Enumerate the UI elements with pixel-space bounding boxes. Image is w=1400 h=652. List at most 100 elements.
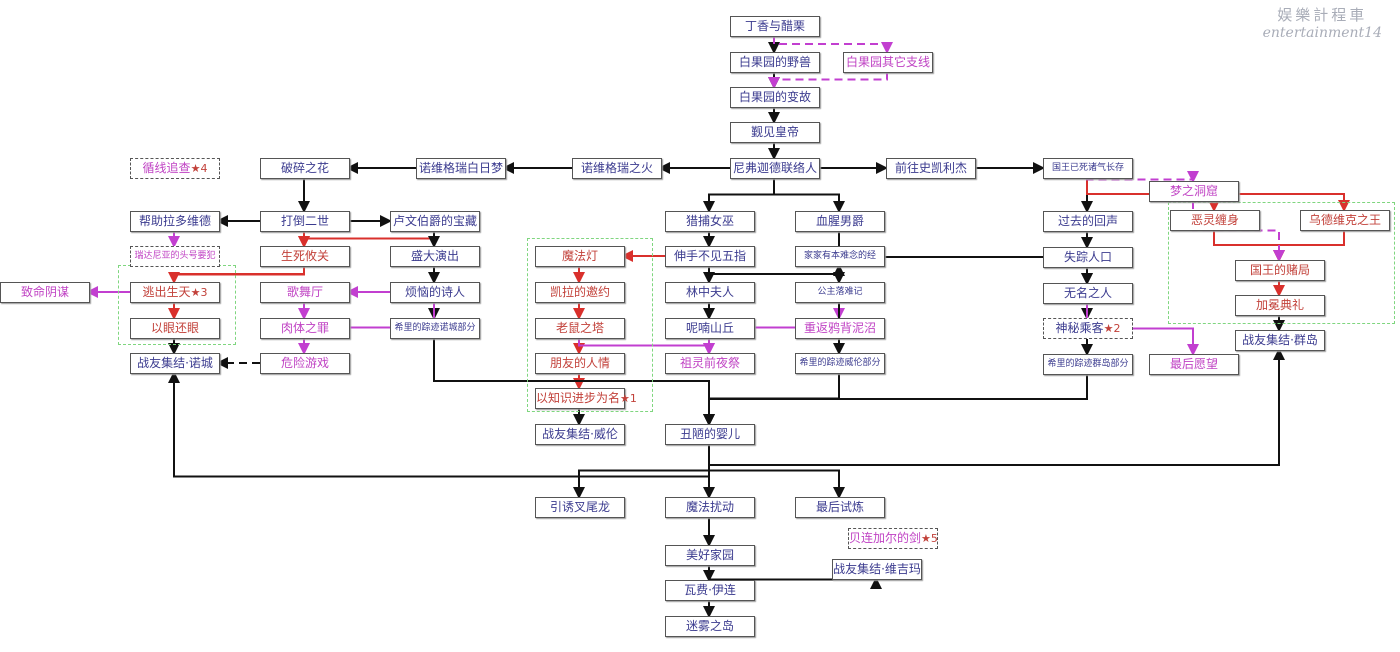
quest-label: 引诱叉尾龙 <box>549 500 610 514</box>
quest-node-c6[interactable]: 国王的赌局 <box>1235 260 1325 281</box>
quest-label: 梦之洞窟 <box>1169 184 1218 198</box>
quest-node-g7[interactable]: 美好家园 <box>665 545 755 566</box>
quest-node-a5[interactable]: 觐见皇帝 <box>730 122 820 143</box>
quest-label: 瑞达尼亚的头号要犯 <box>134 251 216 261</box>
quest-node-d6[interactable]: 祖灵前夜祭 <box>665 353 755 374</box>
connector-c13-g2 <box>703 374 1088 426</box>
quest-node-f14[interactable]: 战友集结·诺城 <box>130 353 220 374</box>
quest-node-f6[interactable]: 盛大演出 <box>390 246 480 267</box>
star-icon: ★1 <box>620 392 637 405</box>
quest-label: 重返鸦背泥沼 <box>803 321 876 335</box>
quest-node-a6[interactable]: 尼弗迦德联络人 <box>730 158 820 179</box>
quest-node-c14[interactable]: 最后愿望 <box>1149 354 1239 375</box>
quest-node-e5[interactable]: 以知识进步为名★1 <box>535 388 637 409</box>
quest-node-g2[interactable]: 丑陋的婴儿 <box>665 424 755 445</box>
quest-node-a2[interactable]: 白果园的野兽 <box>730 52 820 73</box>
quest-node-g6[interactable]: 贝连加尔的剑★5 <box>848 528 938 549</box>
quest-node-c11[interactable]: 无名之人 <box>1043 283 1133 304</box>
quest-node-d5[interactable]: 呢喃山丘 <box>665 318 755 339</box>
quest-node-c10[interactable]: 失踪人口 <box>1043 247 1133 268</box>
quest-node-f4[interactable]: 瑞达尼亚的头号要犯 <box>130 246 220 267</box>
quest-node-f7[interactable]: 逃出生天★3 <box>130 282 220 303</box>
quest-label: 前往史凯利杰 <box>894 161 967 175</box>
quest-node-c1[interactable]: 前往史凯利杰 <box>886 158 976 179</box>
quest-label: 逃出生天 <box>142 285 191 299</box>
quest-node-c5[interactable]: 乌德维克之王 <box>1300 210 1390 231</box>
quest-node-b1[interactable]: 诺维格瑞之火 <box>572 158 662 179</box>
connector-a6-d2 <box>773 178 845 213</box>
quest-node-e2[interactable]: 凯拉的邀约 <box>535 282 625 303</box>
connector-a6-d1 <box>703 178 775 213</box>
quest-label: 美好家园 <box>685 548 734 562</box>
quest-label: 家家有本难念的经 <box>803 251 876 261</box>
quest-node-f10[interactable]: 烦恼的诗人 <box>390 282 480 303</box>
quest-node-e1[interactable]: 魔法灯 <box>535 246 625 267</box>
quest-label: 盛大演出 <box>410 249 459 263</box>
quest-label: 贝连加尔的剑 <box>849 531 922 545</box>
quest-label: 林中夫人 <box>685 285 734 299</box>
quest-label: 丑陋的婴儿 <box>679 427 740 441</box>
watermark: 娱樂計程車 entertainment14 <box>1263 4 1382 41</box>
quest-node-e4[interactable]: 朋友的人情 <box>535 353 625 374</box>
quest-node-c3[interactable]: 梦之洞窟 <box>1149 181 1239 202</box>
quest-node-d10[interactable]: 希里的踪迹威伦部分 <box>795 353 885 374</box>
quest-node-f11[interactable]: 以眼还眼 <box>130 318 220 339</box>
quest-node-f13[interactable]: 希里的踪迹诺城部分 <box>390 318 480 339</box>
quest-node-d3[interactable]: 伸手不见五指 <box>665 246 755 267</box>
quest-label: 诺维格瑞白日梦 <box>418 161 503 175</box>
quest-node-f2[interactable]: 打倒二世 <box>260 211 350 232</box>
quest-node-d8[interactable]: 公主落难记 <box>795 282 885 303</box>
quest-node-c9[interactable]: 过去的回声 <box>1043 211 1133 232</box>
quest-node-d2[interactable]: 血腥男爵 <box>795 211 885 232</box>
quest-node-c12[interactable]: 神秘乘客★2 <box>1043 318 1133 339</box>
quest-node-e3[interactable]: 老鼠之塔 <box>535 318 625 339</box>
quest-node-f5[interactable]: 生死攸关 <box>260 246 350 267</box>
star-icon: ★3 <box>190 286 208 299</box>
watermark-subtitle: entertainment14 <box>1262 25 1382 41</box>
quest-node-f3[interactable]: 卢文伯爵的宝藏 <box>390 211 480 232</box>
quest-node-g8[interactable]: 瓦费·伊连 <box>665 580 755 601</box>
quest-label: 诺维格瑞之火 <box>580 161 653 175</box>
quest-node-b3[interactable]: 破碎之花 <box>260 158 350 179</box>
quest-label: 加冕典礼 <box>1255 298 1304 312</box>
quest-node-g5[interactable]: 最后试炼 <box>795 497 885 518</box>
quest-label: 危险游戏 <box>280 356 329 370</box>
quest-node-d4[interactable]: 林中夫人 <box>665 282 755 303</box>
quest-node-a3[interactable]: 白果园其它支线 <box>843 52 933 73</box>
quest-label: 最后愿望 <box>1169 357 1218 371</box>
quest-node-c13[interactable]: 希里的踪迹群岛部分 <box>1043 354 1133 375</box>
quest-label: 魔法扰动 <box>685 500 734 514</box>
quest-node-d9[interactable]: 重返鸦背泥沼 <box>795 318 885 339</box>
quest-label: 无名之人 <box>1063 286 1112 300</box>
quest-node-c4[interactable]: 恶灵缠身 <box>1170 210 1260 231</box>
quest-node-b2[interactable]: 诺维格瑞白日梦 <box>416 158 506 179</box>
quest-node-g3[interactable]: 引诱叉尾龙 <box>535 497 625 518</box>
connector-g2-g5 <box>708 444 845 499</box>
quest-label: 破碎之花 <box>280 161 329 175</box>
quest-node-c7[interactable]: 加冕典礼 <box>1235 295 1325 316</box>
quest-node-d7[interactable]: 家家有本难念的经 <box>795 246 885 267</box>
quest-node-f8[interactable]: 致命阴谋 <box>0 282 90 303</box>
quest-label: 乌德维克之王 <box>1308 213 1381 227</box>
quest-node-c2[interactable]: 国王已死诸气长存 <box>1043 158 1133 179</box>
quest-node-g1[interactable]: 战友集结·威伦 <box>535 424 625 445</box>
quest-label: 呢喃山丘 <box>685 321 734 335</box>
quest-node-b4[interactable]: 循线追查★4 <box>130 158 220 179</box>
quest-node-g4[interactable]: 魔法扰动 <box>665 497 755 518</box>
quest-label: 以知识进步为名 <box>536 391 621 405</box>
quest-node-f9[interactable]: 歌舞厅 <box>260 282 350 303</box>
quest-label: 瓦费·伊连 <box>684 583 736 597</box>
quest-node-g9[interactable]: 战友集结·维吉玛 <box>832 559 922 580</box>
quest-node-g10[interactable]: 迷雾之岛 <box>665 616 755 637</box>
quest-node-f1[interactable]: 帮助拉多维德 <box>130 211 220 232</box>
quest-node-a4[interactable]: 白果园的变故 <box>730 87 820 108</box>
quest-label: 丁香与醋栗 <box>744 19 805 33</box>
quest-node-c8[interactable]: 战友集结·群岛 <box>1235 330 1325 351</box>
quest-node-d1[interactable]: 猎捕女巫 <box>665 211 755 232</box>
quest-label: 战友集结·威伦 <box>542 427 618 441</box>
quest-node-a1[interactable]: 丁香与醋栗 <box>730 16 820 37</box>
quest-label: 公主落难记 <box>817 287 863 297</box>
quest-node-f15[interactable]: 危险游戏 <box>260 353 350 374</box>
quest-label: 希里的踪迹威伦部分 <box>799 358 881 368</box>
quest-node-f12[interactable]: 肉体之罪 <box>260 318 350 339</box>
